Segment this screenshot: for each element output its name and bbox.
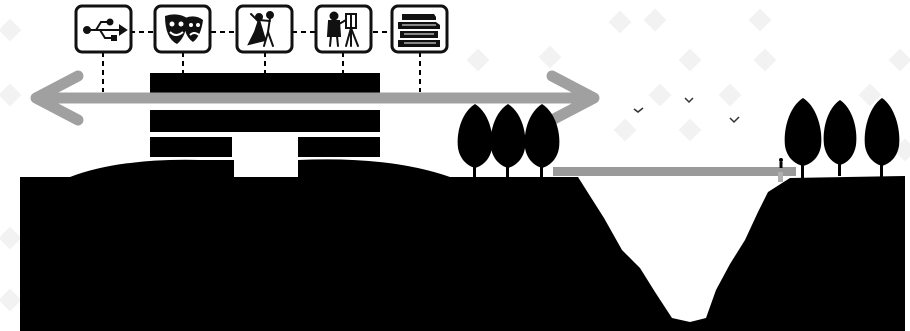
tree [491, 104, 526, 178]
ground-section [20, 159, 905, 331]
tree [458, 104, 493, 178]
person-silhouette [779, 158, 783, 168]
dance-couple-icon [237, 6, 292, 52]
bird [634, 108, 643, 112]
tree-group-left [458, 104, 560, 178]
bridge-deck [553, 167, 796, 176]
building-section [150, 73, 380, 157]
books-icon [392, 6, 447, 52]
tree [824, 100, 857, 176]
theater-masks-icon [155, 6, 210, 52]
birds [634, 98, 739, 122]
tree [865, 98, 900, 178]
bird [685, 98, 693, 102]
tree-group-right [785, 98, 900, 178]
painter-easel-icon [316, 6, 371, 52]
icon-row [76, 6, 447, 52]
bird [730, 117, 739, 122]
bridge-pier [778, 172, 783, 182]
usb-icon [76, 6, 131, 52]
tree [785, 98, 822, 178]
